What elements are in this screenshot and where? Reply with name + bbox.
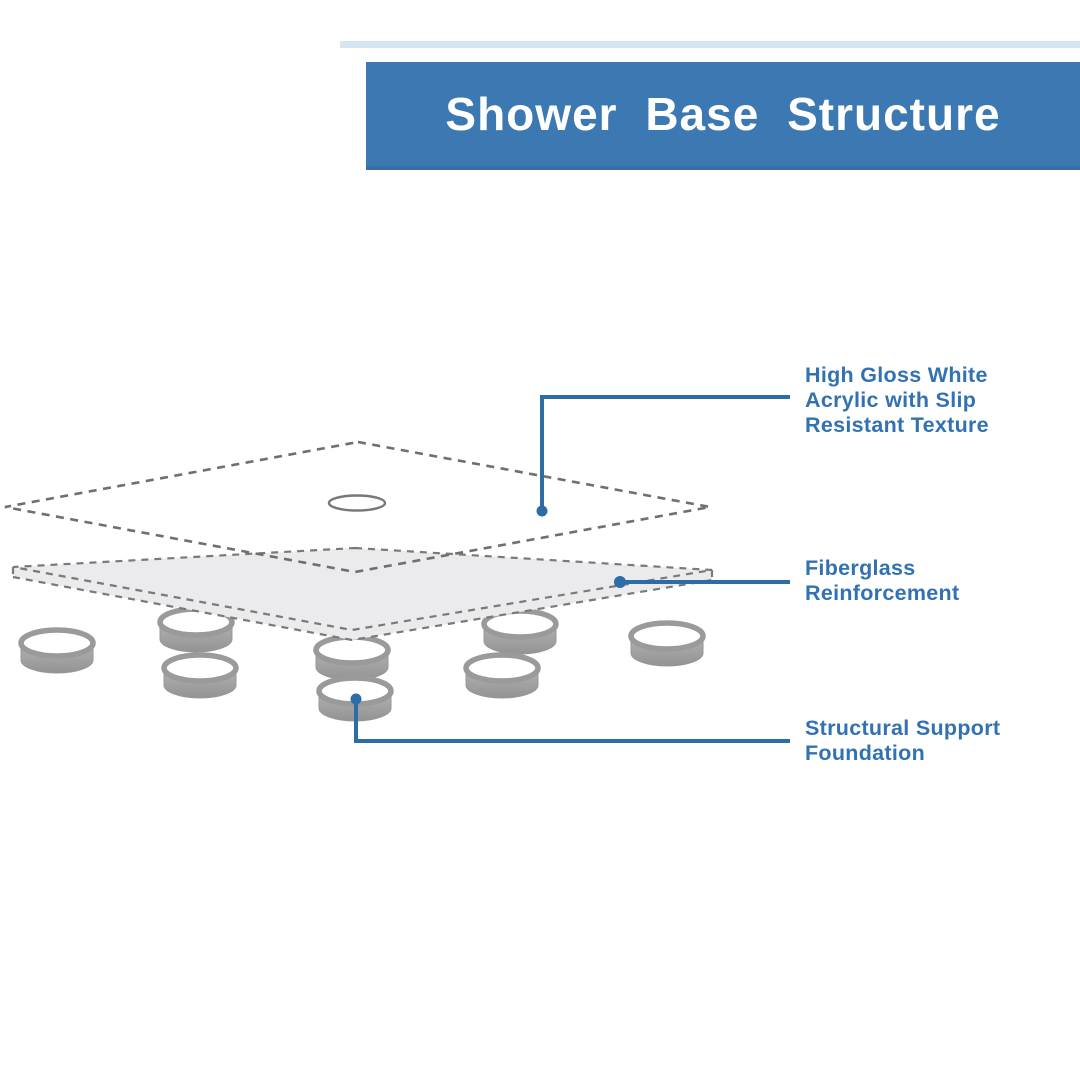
label-fiberglass-layer: Fiberglass Reinforcement <box>805 556 960 605</box>
support-rings-back-row <box>18 606 706 681</box>
connector-dot-acrylic <box>536 505 548 517</box>
fiberglass-side-connectors <box>11 567 714 580</box>
support-ring <box>313 634 391 681</box>
acrylic-diamond-dashed <box>4 440 711 574</box>
connector-dot-foundation <box>350 693 362 705</box>
support-rings-front-row <box>161 652 541 722</box>
support-ring <box>157 606 235 653</box>
support-ring <box>481 608 559 655</box>
decorative-top-strip <box>340 41 1080 48</box>
fiberglass-slab-fill <box>13 548 712 640</box>
fiberglass-layer-shape <box>11 546 714 642</box>
support-ring <box>463 652 541 699</box>
connector-dot-fiberglass <box>614 576 626 588</box>
support-ring <box>628 620 706 667</box>
label-support-foundation: Structural Support Foundation <box>805 716 1001 765</box>
support-ring <box>161 652 239 699</box>
fiberglass-bottom-edge-outline <box>12 575 713 642</box>
support-ring-rim <box>628 620 706 652</box>
support-ring-rim <box>463 652 541 684</box>
title-banner: Shower Base Structure <box>366 62 1080 170</box>
fiberglass-top-face-outline <box>12 546 713 632</box>
drain-hole <box>327 494 387 512</box>
connector-line-acrylic <box>540 395 790 508</box>
label-acrylic-layer: High Gloss White Acrylic with Slip Resis… <box>805 363 989 437</box>
callout-connectors <box>350 395 790 743</box>
support-ring-rim <box>161 652 239 684</box>
page-title: Shower Base Structure <box>445 88 1001 140</box>
connector-line-foundation <box>354 699 790 743</box>
support-ring <box>18 627 96 674</box>
support-ring-rim <box>18 627 96 659</box>
acrylic-layer-outline <box>4 440 711 574</box>
